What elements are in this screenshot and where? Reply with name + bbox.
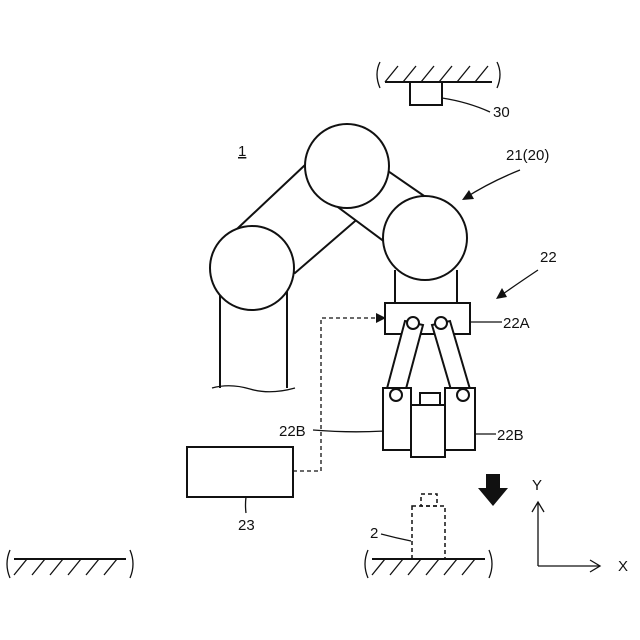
finger-left-leader [313, 430, 384, 432]
floor-left [7, 550, 133, 578]
hand-label: 22 [540, 249, 557, 266]
workpiece-label: 2 [370, 525, 378, 542]
arm-arrowhead [462, 190, 474, 200]
camera [410, 82, 442, 105]
wrist-joint [383, 196, 467, 280]
hand-base [385, 303, 470, 334]
hand-arrow [500, 270, 538, 296]
finger-right-label: 22B [497, 427, 524, 444]
axis-y-label: Y [532, 477, 542, 494]
signal-line [293, 318, 380, 471]
hand-base-label: 22A [503, 315, 530, 332]
gripped-object [411, 393, 445, 457]
elbow-joint [305, 124, 389, 208]
move-down-arrow [478, 474, 508, 506]
pivot-left-bottom [390, 389, 402, 401]
axis-x-label: X [618, 558, 628, 575]
hand-arrowhead [496, 288, 507, 299]
camera-leader [442, 98, 490, 112]
robot-label: 1 [238, 143, 246, 160]
controller-box [187, 447, 293, 497]
pivot-left-top [407, 317, 419, 329]
arm-label: 21(20) [506, 147, 549, 164]
controller-leader [246, 497, 247, 513]
floor-right [365, 550, 492, 578]
pivot-right-top [435, 317, 447, 329]
workpiece-leader [381, 534, 411, 541]
controller-label: 23 [238, 517, 255, 534]
arm-arrow [465, 170, 520, 198]
finger-left-label: 22B [279, 423, 306, 440]
camera-label: 30 [493, 104, 510, 121]
workpiece [412, 494, 445, 559]
shoulder-joint [210, 226, 294, 310]
coordinate-axes [532, 502, 600, 572]
pivot-right-bottom [457, 389, 469, 401]
